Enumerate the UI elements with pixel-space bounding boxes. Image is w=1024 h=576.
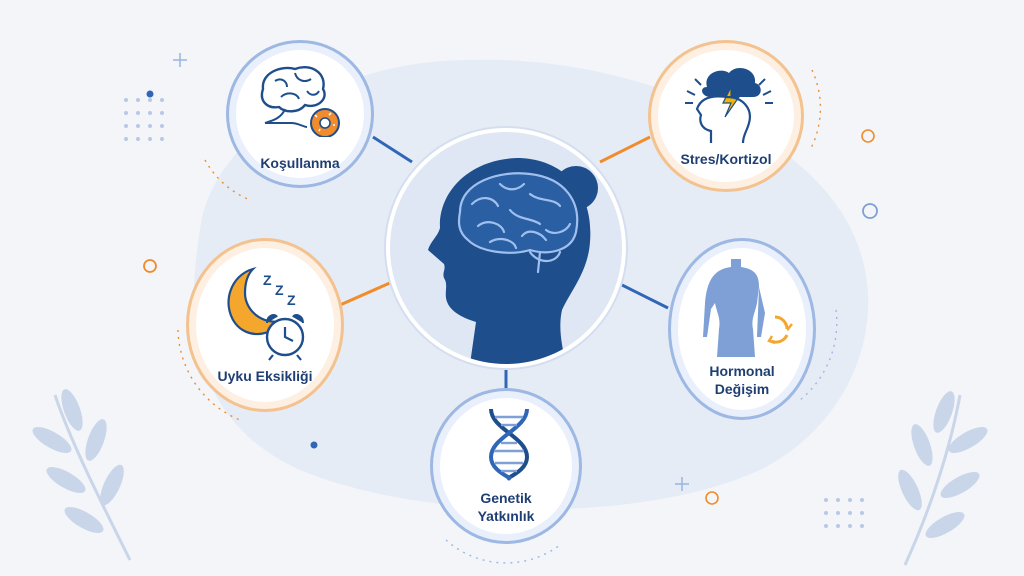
moon-alarm-clock-icon: Z Z Z — [227, 266, 305, 361]
connector-stres — [599, 135, 651, 164]
connector-hormonal — [619, 282, 669, 310]
stress-head-storm-icon — [685, 68, 773, 144]
body-cycle-icon — [703, 259, 793, 357]
connector-kosullanma — [372, 135, 413, 164]
node-hormonal: Hormonal Değişim — [668, 238, 816, 420]
plus-decorations — [173, 53, 689, 491]
svg-text:Z: Z — [263, 272, 272, 288]
node-stres: Stres/Kortizol — [648, 40, 804, 192]
svg-text:Z: Z — [287, 292, 296, 308]
node-genetik: Genetik Yatkınlık — [430, 388, 582, 544]
dot-grid-right — [824, 498, 864, 528]
svg-text:Z: Z — [275, 282, 284, 298]
center-head-circle — [386, 128, 626, 368]
dot-grid-left — [124, 98, 164, 141]
head-brain-silhouette-icon — [428, 158, 598, 364]
dna-icon — [488, 408, 530, 481]
brain-donut-icon — [260, 66, 340, 137]
leaf-branch-left — [32, 389, 132, 561]
node-uyku-label: Uyku Eksikliği — [217, 368, 313, 384]
node-kosullanma: Koşullanma — [226, 40, 374, 188]
leaf-branch-right — [898, 391, 988, 566]
node-stres-label: Stres/Kortizol — [680, 151, 772, 167]
connector-uyku — [339, 280, 393, 307]
node-genetik-label: Genetik Yatkınlık — [477, 490, 535, 524]
node-uyku: Z Z Z Uyku Eksikliği — [186, 238, 344, 412]
node-hormonal-label: Hormonal Değişim — [709, 363, 775, 397]
node-kosullanma-label: Koşullanma — [260, 155, 340, 171]
